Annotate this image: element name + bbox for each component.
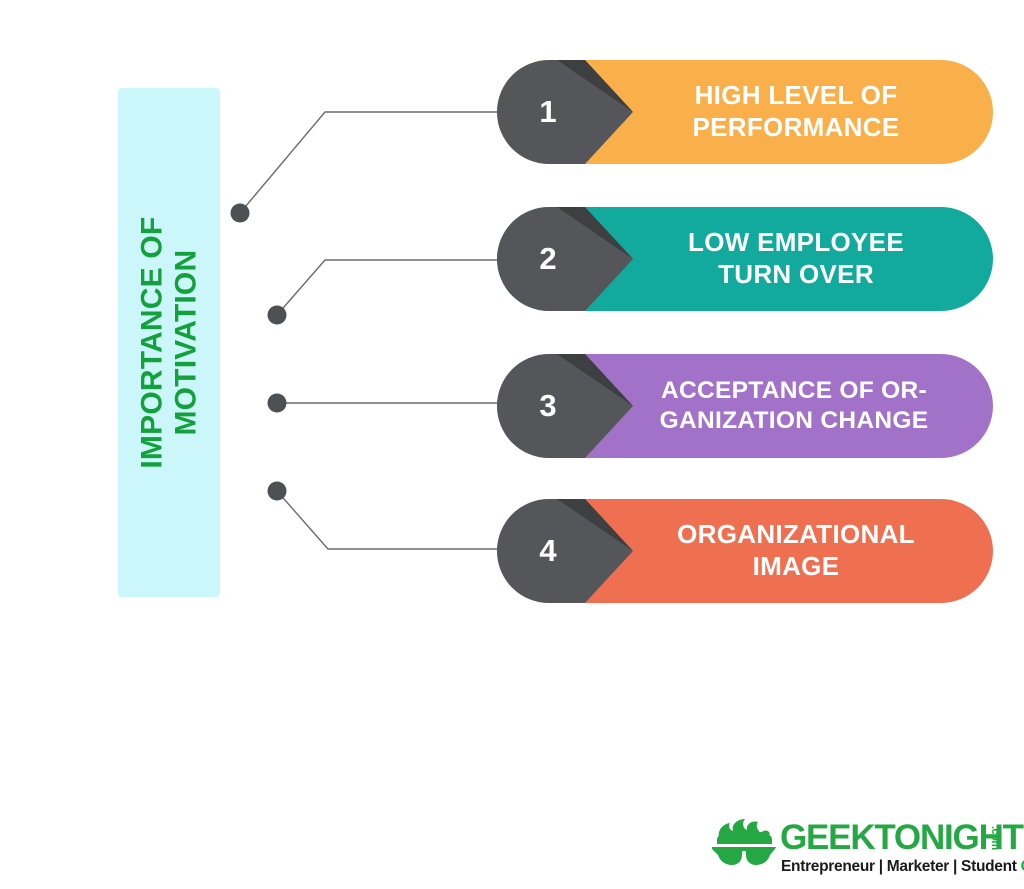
connector-line-4 <box>276 490 500 550</box>
item-bar-3-label-line-2: GANIZATION CHANGE <box>659 407 929 434</box>
item-bar-3-number: 3 <box>539 388 557 423</box>
item-bar-2-label: LOW EMPLOYEE TURN OVER <box>609 207 983 311</box>
item-bar-4-label-line-2: IMAGE <box>752 551 840 581</box>
geektonight-wordmark-group: GEEKTONIGHT .com Entrepreneur | Marketer… <box>780 820 1024 880</box>
item-bar-3-number-notch <box>557 354 633 406</box>
item-bar-2-label-line-2: TURN OVER <box>718 259 874 289</box>
connector-dot-3 <box>267 393 287 413</box>
item-bar-4-number: 4 <box>539 533 557 568</box>
tagline-green-part: Guide <box>1021 858 1024 875</box>
item-bar-1[interactable]: 1 HIGH LEVEL OF PERFORMANCE <box>497 60 993 164</box>
item-bar-2-label-line-1: LOW EMPLOYEE <box>688 227 904 258</box>
item-bar-2-number: 2 <box>539 241 557 276</box>
item-bar-3[interactable]: 3 ACCEPTANCE OF OR- GANIZATION CHANGE <box>497 354 993 458</box>
item-bar-4[interactable]: 4 ORGANIZATIONAL IMAGE <box>497 499 993 603</box>
geektonight-tagline: Entrepreneur | Marketer | Student Guide <box>781 858 1024 876</box>
item-bar-3-shape <box>497 354 993 458</box>
tagline-black-part: Entrepreneur | Marketer | Student <box>781 858 1021 875</box>
item-bar-2-shape <box>497 207 993 311</box>
connector-dot-2 <box>267 305 287 325</box>
connector-dot-1 <box>230 203 250 223</box>
item-bar-1-number-notch <box>557 60 633 112</box>
item-bar-2-number-notch <box>557 207 633 259</box>
item-bar-4-shape <box>497 499 993 603</box>
panel-title-line-1: IMPORTANCE OF <box>135 216 169 469</box>
item-bar-4-label-line-1: ORGANIZATIONAL <box>677 519 915 550</box>
connector-line-2 <box>276 259 500 316</box>
connector-line-1 <box>239 111 500 214</box>
item-bar-3-label: ACCEPTANCE OF OR- GANIZATION CHANGE <box>601 354 987 458</box>
panel-title: IMPORTANCE OF MOTIVATION <box>135 216 202 468</box>
item-bar-1-shape <box>497 60 993 164</box>
item-bar-4-label: ORGANIZATIONAL IMAGE <box>609 499 983 603</box>
geektonight-wordmark: GEEKTONIGHT <box>780 818 1024 857</box>
geektonight-logo: GEEKTONIGHT .com Entrepreneur | Marketer… <box>706 816 1024 882</box>
item-bar-4-number-notch <box>557 499 633 551</box>
item-bar-3-label-line-1: ACCEPTANCE OF OR- <box>661 377 927 405</box>
geektonight-domain: .com <box>989 826 1001 850</box>
item-bar-2[interactable]: 2 LOW EMPLOYEE TURN OVER <box>497 207 993 311</box>
item-bar-1-label: HIGH LEVEL OF PERFORMANCE <box>609 60 983 164</box>
geektonight-mascot-icon <box>712 819 776 865</box>
panel-title-line-2: MOTIVATION <box>169 249 203 436</box>
importance-of-motivation-panel: IMPORTANCE OF MOTIVATION <box>118 88 220 597</box>
item-bar-1-label-line-1: HIGH LEVEL OF <box>694 80 898 111</box>
item-bar-1-number: 1 <box>539 94 557 129</box>
connector-dot-4 <box>267 481 287 501</box>
item-bar-1-label-line-2: PERFORMANCE <box>692 112 900 142</box>
